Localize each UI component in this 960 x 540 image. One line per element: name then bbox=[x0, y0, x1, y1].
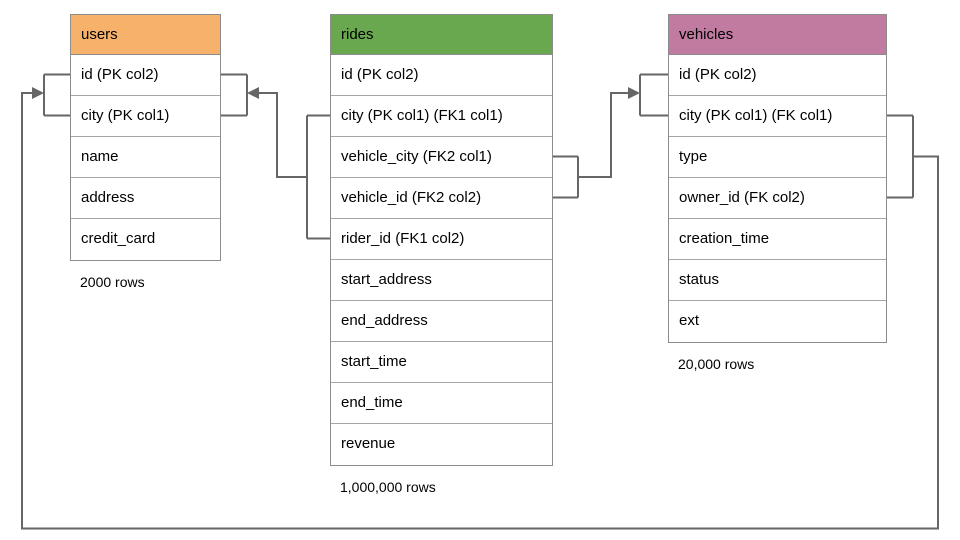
table-vehicles: vehicles id (PK col2)city (PK col1) (FK … bbox=[668, 14, 887, 372]
column-row: start_time bbox=[331, 342, 552, 383]
column-row: ext bbox=[669, 301, 886, 342]
fk1-users-bracket bbox=[221, 73, 248, 117]
fk2-feed-line bbox=[578, 92, 628, 178]
fk2-rides-bracket bbox=[553, 155, 579, 199]
fk1-rides-bracket bbox=[306, 114, 330, 240]
column-row: rider_id (FK1 col2) bbox=[331, 219, 552, 260]
column-row: status bbox=[669, 260, 886, 301]
table-rides-columns: id (PK col2)city (PK col1) (FK1 col1)veh… bbox=[331, 55, 552, 465]
column-row: city (PK col1) (FK1 col1) bbox=[331, 96, 552, 137]
column-row: id (PK col2) bbox=[331, 55, 552, 96]
fk-users-bracket bbox=[43, 73, 70, 117]
fk2-vehicles-bracket bbox=[639, 73, 668, 117]
table-users-header: users bbox=[71, 15, 220, 55]
column-row: address bbox=[71, 178, 220, 219]
column-row: credit_card bbox=[71, 219, 220, 260]
column-row: end_time bbox=[331, 383, 552, 424]
table-vehicles-columns: id (PK col2)city (PK col1) (FK col1)type… bbox=[669, 55, 886, 342]
table-vehicles-header: vehicles bbox=[669, 15, 886, 55]
fk2-rides-to-vehicles-connector bbox=[553, 73, 668, 199]
table-vehicles-rowcount: 20,000 rows bbox=[678, 356, 755, 372]
column-row: name bbox=[71, 137, 220, 178]
column-row: owner_id (FK col2) bbox=[669, 178, 886, 219]
fk-vehicles-bracket bbox=[887, 114, 914, 199]
column-row: id (PK col2) bbox=[669, 55, 886, 96]
table-rides: rides id (PK col2)city (PK col1) (FK1 co… bbox=[330, 14, 553, 495]
column-row: creation_time bbox=[669, 219, 886, 260]
fk1-feed-line bbox=[259, 92, 307, 178]
table-rides-header: rides bbox=[331, 15, 552, 55]
column-row: id (PK col2) bbox=[71, 55, 220, 96]
fk2-arrowhead-icon bbox=[628, 87, 640, 99]
column-row: revenue bbox=[331, 424, 552, 465]
column-row: city (PK col1) bbox=[71, 96, 220, 137]
column-row: vehicle_id (FK2 col2) bbox=[331, 178, 552, 219]
column-row: end_address bbox=[331, 301, 552, 342]
fk1-arrowhead-icon bbox=[247, 87, 259, 99]
column-row: start_address bbox=[331, 260, 552, 301]
column-row: vehicle_city (FK2 col1) bbox=[331, 137, 552, 178]
column-row: type bbox=[669, 137, 886, 178]
fk-arrowhead-icon bbox=[32, 87, 44, 99]
column-row: city (PK col1) (FK col1) bbox=[669, 96, 886, 137]
table-users-rowcount: 2000 rows bbox=[80, 274, 145, 290]
fk1-rides-to-users-connector bbox=[221, 73, 330, 240]
table-rides-rowcount: 1,000,000 rows bbox=[340, 479, 436, 495]
